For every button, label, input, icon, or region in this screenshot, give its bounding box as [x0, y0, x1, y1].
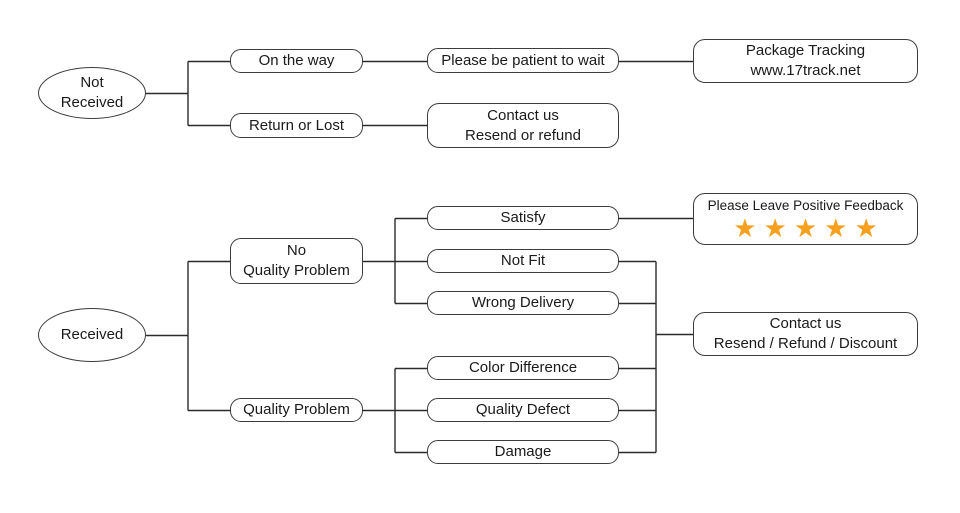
node-label: No Quality Problem: [243, 242, 350, 279]
node-label: Contact us Resend / Refund / Discount: [713, 315, 898, 352]
node-label: Contact us Resend or refund: [465, 106, 581, 144]
star-icon: ★: [793, 213, 818, 243]
node-contact-resend-refund: Contact us Resend or refund: [427, 103, 619, 148]
star-icon: ★: [854, 213, 878, 243]
node-positive-feedback: Please Leave Positive Feedback ★ ★ ★ ★ ★: [693, 193, 918, 245]
node-quality-problem: Quality Problem: [230, 398, 363, 422]
node-received: Received: [38, 308, 146, 362]
node-satisfy: Satisfy: [427, 206, 619, 230]
node-label: Received: [60, 326, 124, 343]
node-not-fit: Not Fit: [427, 249, 619, 273]
node-label: Quality Problem: [243, 401, 350, 418]
node-label: Satisfy: [500, 209, 546, 226]
node-label: Quality Defect: [475, 401, 571, 418]
node-package-tracking: Package Tracking www.17track.net: [693, 39, 918, 83]
node-damage: Damage: [427, 440, 619, 464]
star-icon: ★: [733, 213, 757, 243]
node-label: Damage: [494, 443, 552, 460]
node-color-difference: Color Difference: [427, 356, 619, 380]
node-please-be-patient: Please be patient to wait: [427, 48, 619, 73]
node-label: Return or Lost: [248, 116, 345, 134]
node-label: Please be patient to wait: [441, 51, 605, 69]
node-label: Please Leave Positive Feedback: [707, 198, 904, 213]
node-label: On the way: [258, 52, 335, 69]
star-icon: ★: [824, 213, 848, 243]
node-label: Package Tracking www.17track.net: [745, 42, 866, 79]
node-return-or-lost: Return or Lost: [230, 113, 363, 138]
node-quality-defect: Quality Defect: [427, 398, 619, 422]
node-no-quality-problem: No Quality Problem: [230, 238, 363, 284]
five-star-rating: ★ ★ ★ ★ ★: [733, 214, 878, 242]
node-label: Color Difference: [468, 359, 578, 376]
node-contact-resend-refund-discount: Contact us Resend / Refund / Discount: [693, 312, 918, 356]
star-icon: ★: [763, 213, 787, 243]
node-on-the-way: On the way: [230, 49, 363, 73]
node-label: Not Fit: [500, 252, 546, 269]
node-not-received: Not Received: [38, 67, 146, 119]
node-label: Not Received: [60, 74, 124, 111]
node-label: Wrong Delivery: [471, 294, 575, 311]
node-wrong-delivery: Wrong Delivery: [427, 291, 619, 315]
